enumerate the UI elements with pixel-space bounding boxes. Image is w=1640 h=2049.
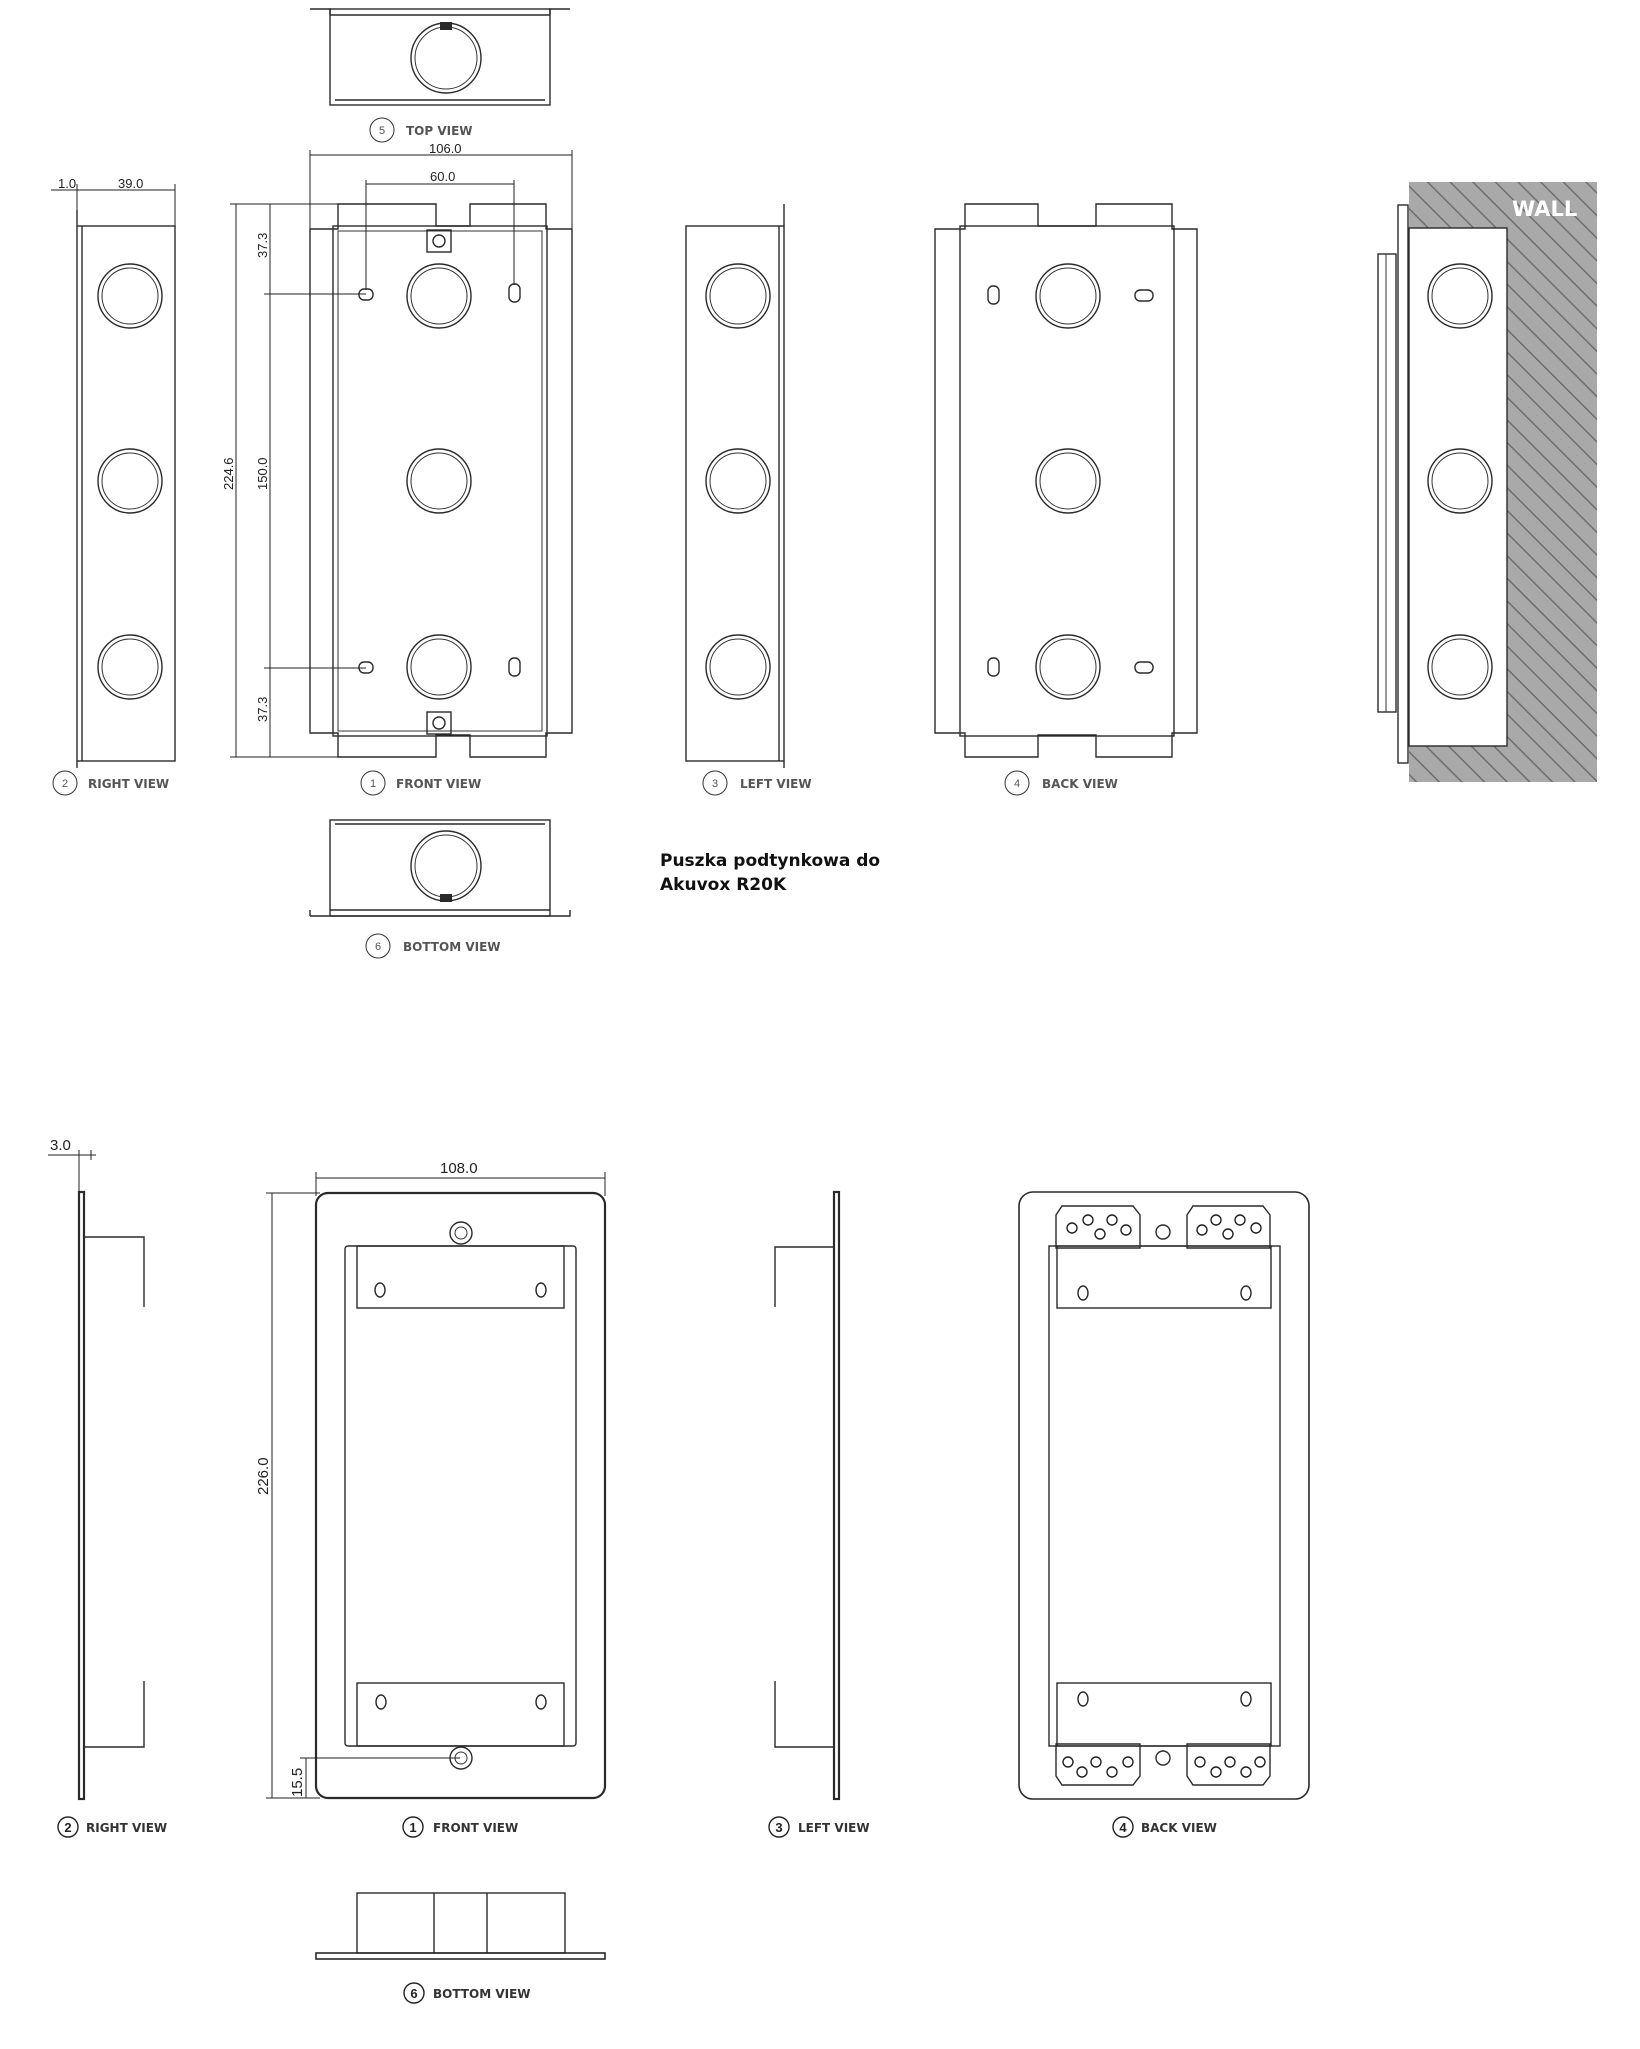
dim-bottom-offset: 37.3: [255, 697, 270, 722]
bottom-view-title: BOTTOM VIEW: [403, 940, 501, 954]
front-view-drawing: 106.0 60.0 224.6 150.0 37.3 37.3: [221, 141, 573, 758]
dim-top-offset: 37.3: [255, 233, 270, 258]
s2-right-view-number: 2: [64, 1820, 71, 1835]
s2-left-view-number: 3: [775, 1820, 782, 1835]
back-view-drawing: [934, 203, 1198, 758]
front-view-label: 1 FRONT VIEW: [360, 770, 481, 796]
left-view-title: LEFT VIEW: [740, 777, 812, 791]
s2-left-view-title: LEFT VIEW: [798, 1821, 870, 1835]
top-view-title: TOP VIEW: [406, 124, 473, 138]
dim-side-depth: 39.0: [118, 176, 143, 191]
s2-front-view-label: 1 FRONT VIEW: [402, 1816, 518, 1838]
s2-right-view-label: 2 RIGHT VIEW: [57, 1816, 167, 1838]
s2-front-view-title: FRONT VIEW: [433, 1821, 518, 1835]
description-line-1: Puszka podtynkowa do: [660, 851, 880, 871]
s2-dim-thickness: 3.0: [50, 1137, 71, 1154]
s2-front-view-drawing: 108.0 226.0 15.5: [255, 1160, 607, 1800]
back-view-number: 4: [1014, 778, 1020, 790]
dim-width-holes: 60.0: [430, 169, 455, 184]
bottom-view-number: 6: [375, 941, 381, 953]
s2-back-view-drawing: [1018, 1191, 1310, 1800]
bottom-view-label: 6 BOTTOM VIEW: [365, 933, 501, 959]
s2-bottom-view-drawing: [315, 1892, 606, 1960]
front-view-number: 1: [370, 778, 376, 790]
s2-dim-bottom-offset: 15.5: [289, 1768, 306, 1797]
s2-bottom-view-title: BOTTOM VIEW: [433, 1987, 531, 2001]
top-view-number: 5: [379, 125, 385, 137]
s2-right-view-title: RIGHT VIEW: [86, 1821, 167, 1835]
wall-label: WALL: [1512, 197, 1577, 221]
right-view-drawing: 1.0 39.0: [51, 176, 176, 768]
left-view-number: 3: [712, 778, 718, 790]
top-view-drawing: [310, 8, 570, 106]
s2-back-view-label: 4 BACK VIEW: [1112, 1816, 1217, 1838]
top-view-label: 5 TOP VIEW: [369, 117, 473, 143]
s2-back-view-number: 4: [1119, 1820, 1127, 1835]
s2-dim-width: 108.0: [440, 1160, 478, 1177]
left-view-label: 3 LEFT VIEW: [702, 770, 812, 796]
right-view-label: 2 RIGHT VIEW: [52, 770, 169, 796]
s2-bottom-view-number: 6: [410, 1986, 417, 2001]
s2-bottom-view-label: 6 BOTTOM VIEW: [403, 1982, 531, 2004]
s2-back-view-title: BACK VIEW: [1141, 1821, 1217, 1835]
right-view-title: RIGHT VIEW: [88, 777, 169, 791]
back-view-label: 4 BACK VIEW: [1004, 770, 1118, 796]
right-view-number: 2: [62, 778, 68, 790]
s2-front-view-number: 1: [409, 1820, 416, 1835]
front-view-title: FRONT VIEW: [396, 777, 481, 791]
wall-view-drawing: WALL: [1377, 182, 1597, 782]
left-view-drawing: [685, 204, 785, 768]
description-line-2: Akuvox R20K: [660, 875, 787, 895]
s2-left-view-label: 3 LEFT VIEW: [768, 1816, 870, 1838]
back-view-title: BACK VIEW: [1042, 777, 1118, 791]
dim-height-total: 224.6: [221, 457, 236, 490]
dim-height-holes: 150.0: [255, 457, 270, 490]
dim-side-thickness: 1.0: [58, 176, 76, 191]
s2-dim-height: 226.0: [255, 1457, 272, 1495]
s2-right-view-drawing: 3.0: [48, 1137, 145, 1801]
bottom-view-drawing: [309, 819, 571, 917]
s2-left-view-drawing: [774, 1190, 841, 1801]
dim-width-total: 106.0: [429, 141, 462, 156]
